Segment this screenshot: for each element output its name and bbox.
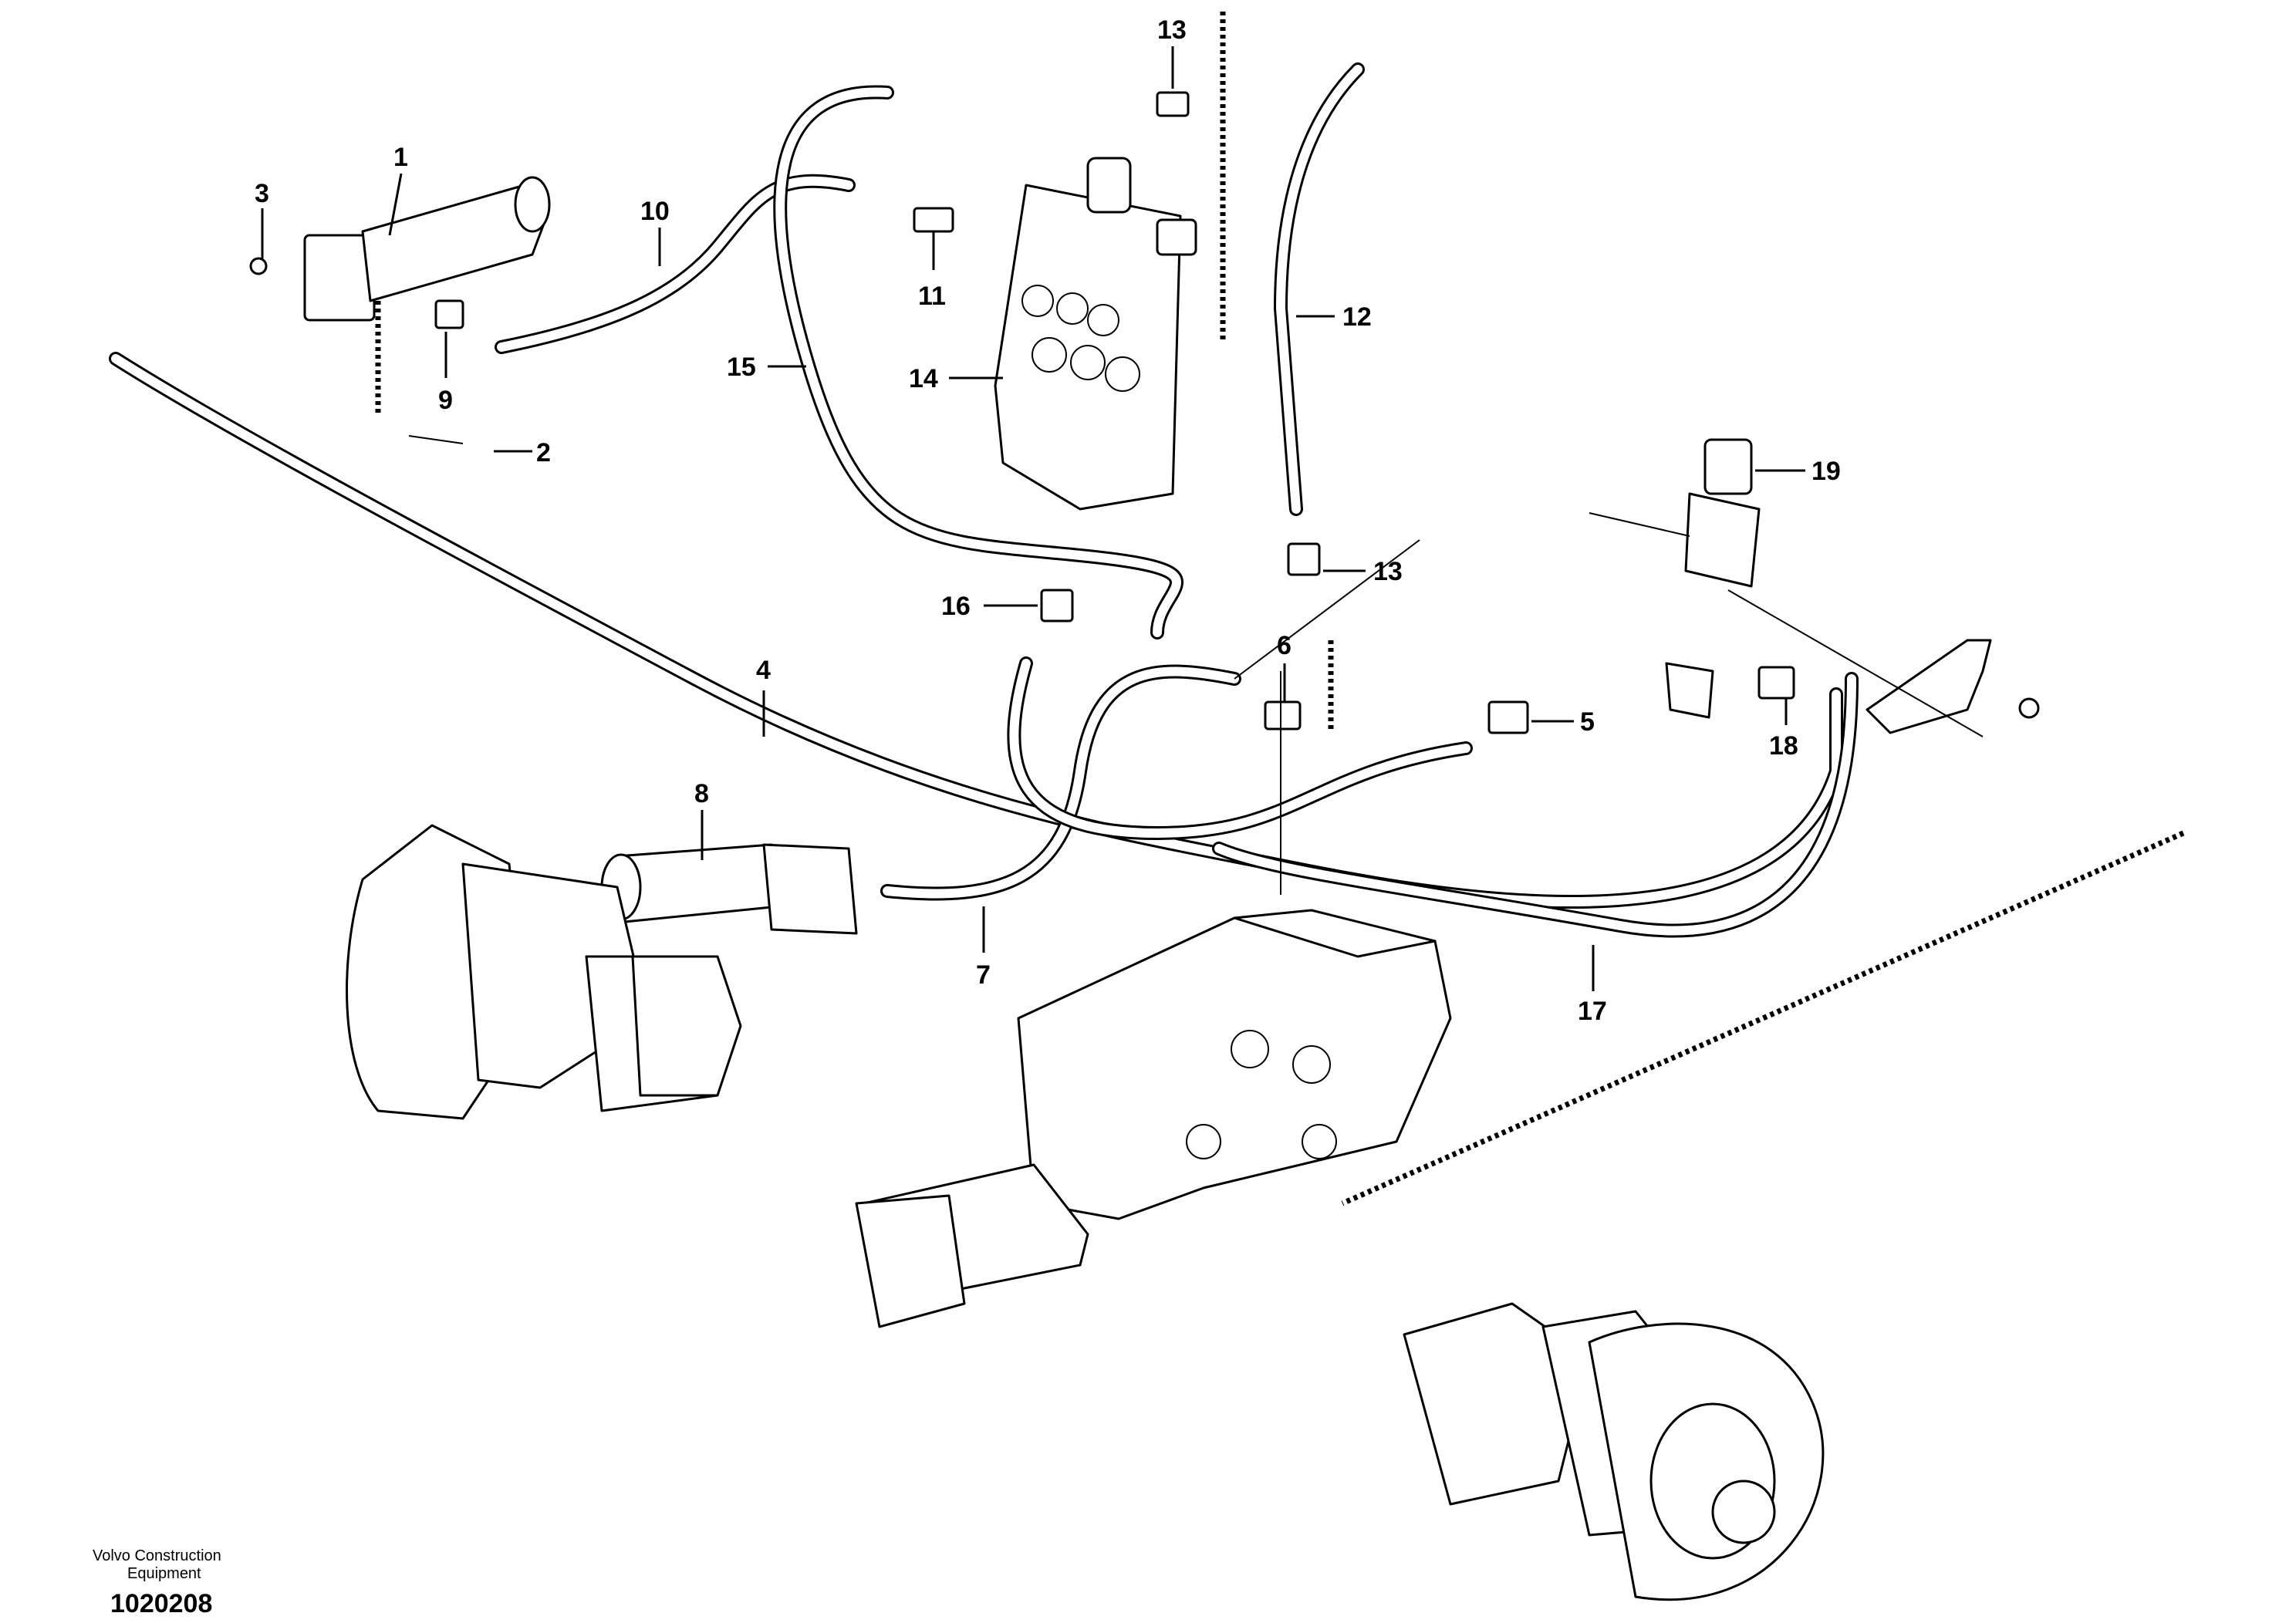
callout-13-lower: 13 [1373,557,1403,586]
hose-4 [109,352,1843,909]
callout-2: 2 [536,438,551,467]
callout-14: 14 [909,364,938,393]
main-pump [855,909,1452,1328]
callout-9: 9 [438,386,453,415]
callout-5: 5 [1580,707,1595,737]
bracket [1866,639,1992,734]
drive-motor-right [1403,1302,1825,1601]
hoses [109,62,1859,938]
callouts: 1 2 3 4 5 6 7 8 9 10 11 12 13 [255,15,1841,1026]
callout-16: 16 [941,592,971,621]
figure-number: 1020208 [110,1589,212,1618]
footer: Volvo Construction Equipment 1020208 [93,1547,221,1618]
callout-17: 17 [1578,997,1607,1026]
callout-12: 12 [1342,302,1372,332]
callout-10: 10 [640,197,670,226]
dashed-lines [375,12,2185,1206]
accumulator-8 [600,843,858,935]
callout-15: 15 [727,353,756,382]
brand-line-1: Volvo Construction [93,1547,221,1564]
drive-motor-left [346,824,742,1120]
callout-1: 1 [393,143,408,172]
filter-assembly [303,176,551,322]
fittings [249,91,2040,895]
callout-3: 3 [255,179,269,208]
callout-18: 18 [1769,731,1798,761]
hose-17 [1212,672,1859,938]
solenoid-valve [1665,438,1761,719]
callout-7: 7 [976,960,991,990]
callout-13-top: 13 [1157,15,1187,45]
callout-11: 11 [918,282,946,311]
callout-4: 4 [756,656,771,685]
callout-6: 6 [1277,631,1292,660]
brand-line-2: Equipment [127,1565,201,1582]
control-valve-block [994,157,1197,511]
callout-19: 19 [1811,457,1841,486]
callout-8: 8 [694,779,709,808]
